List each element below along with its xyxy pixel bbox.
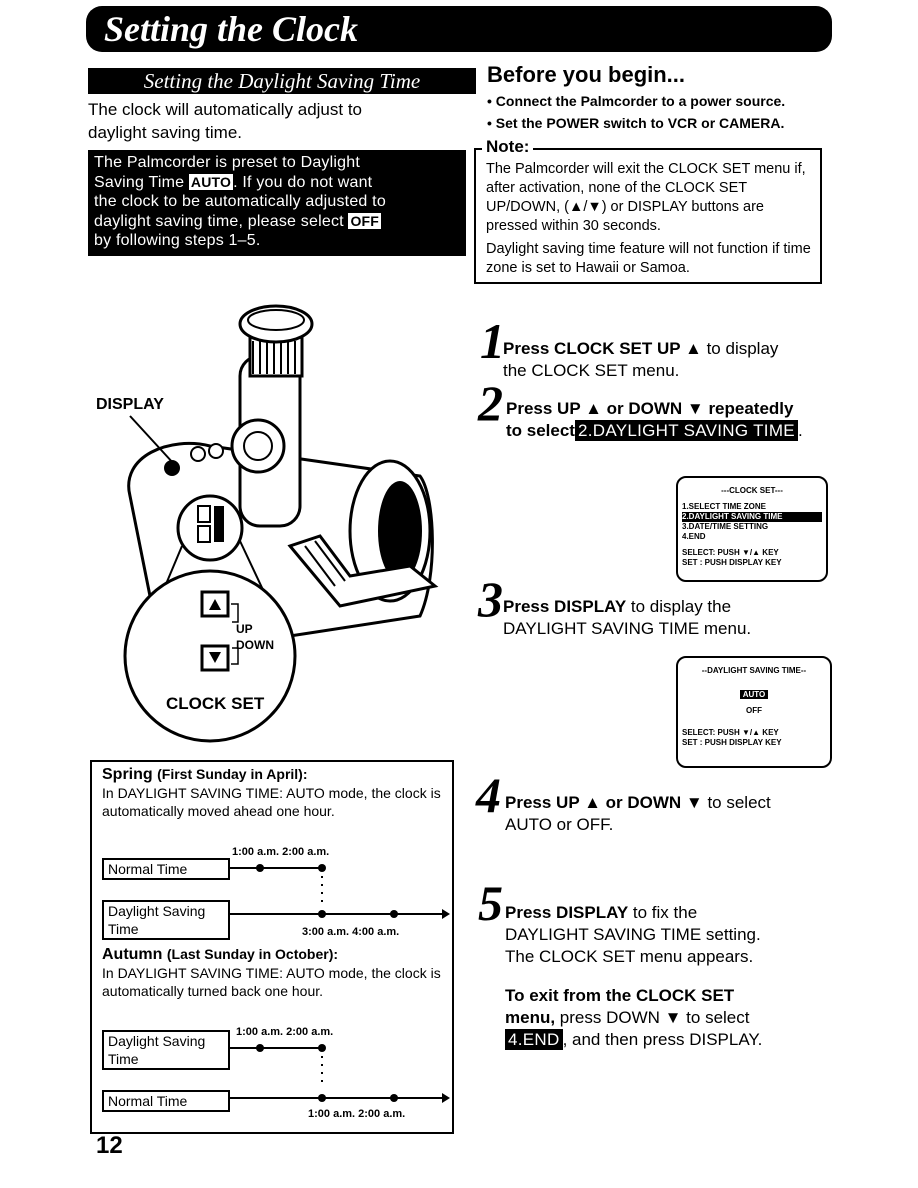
step-1-text: Press CLOCK SET UP ▲ to display the CLOC… <box>503 339 779 380</box>
intro-text: The clock will automatically adjust to d… <box>88 100 363 142</box>
end-menu-item: 4.END <box>505 1029 563 1050</box>
selected-menu-item: 2.DAYLIGHT SAVING TIME <box>574 420 798 441</box>
autumn-dst-label: Daylight Saving Time <box>102 1030 230 1070</box>
down-label: DOWN <box>236 638 274 652</box>
spring-dst-label: Daylight Saving Time <box>102 900 230 940</box>
up-label: UP <box>236 622 253 636</box>
off-badge: OFF <box>348 212 382 229</box>
section-heading: Setting the Daylight Saving Time <box>88 68 476 94</box>
dst-screen: --DAYLIGHT SAVING TIME-- AUTO OFF SELECT… <box>676 656 832 768</box>
autumn-time-top: 1:00 a.m. 2:00 a.m. <box>236 1026 334 1038</box>
display-label: DISPLAY <box>96 396 164 413</box>
before-list: • Connect the Palmcorder to a power sour… <box>487 90 785 134</box>
list-item: • Set the POWER switch to VCR or CAMERA. <box>487 115 785 131</box>
spring-timeline <box>230 864 450 919</box>
spring-section: Spring (First Sunday in April): In DAYLI… <box>102 766 441 819</box>
note-label: Note: <box>482 137 534 157</box>
camcorder-illustration <box>123 304 439 743</box>
exit-instructions: To exit from the CLOCK SET menu, press D… <box>505 986 763 1050</box>
page-number: 12 <box>96 1132 123 1159</box>
autumn-timeline <box>230 1044 450 1103</box>
page-title: Setting the Clock <box>86 6 832 52</box>
step-2-text: Press UP ▲ or DOWN ▼ repeatedly to selec… <box>506 399 803 441</box>
dst-explanation-box <box>90 760 454 1134</box>
step-5-text: Press DISPLAY to fix the DAYLIGHT SAVING… <box>505 903 761 966</box>
autumn-normal-label: Normal Time <box>102 1090 230 1112</box>
step-5-number: 5 <box>478 875 503 931</box>
spring-time-bottom: 3:00 a.m. 4:00 a.m. <box>302 926 400 938</box>
step-1-number: 1 <box>480 313 505 369</box>
step-2-number: 2 <box>478 375 503 431</box>
step-4-number: 4 <box>476 767 501 823</box>
note-box: The Palmcorder will exit the CLOCK SET m… <box>474 148 822 284</box>
autumn-section: Autumn (Last Sunday in October): In DAYL… <box>102 946 441 999</box>
before-heading: Before you begin... <box>487 62 686 87</box>
step-3-text: Press DISPLAY to display the DAYLIGHT SA… <box>503 597 752 638</box>
spring-time-top: 1:00 a.m. 2:00 a.m. <box>232 846 330 858</box>
list-item: • Connect the Palmcorder to a power sour… <box>487 93 786 109</box>
step-3-number: 3 <box>478 571 503 627</box>
auto-badge: AUTO <box>188 173 234 190</box>
step-4-text: Press UP ▲ or DOWN ▼ to select AUTO or O… <box>505 793 771 834</box>
autumn-time-bottom: 1:00 a.m. 2:00 a.m. <box>308 1108 406 1120</box>
spring-normal-label: Normal Time <box>102 858 230 880</box>
preset-notice: The Palmcorder is preset to Daylight Sav… <box>88 150 466 256</box>
clock-set-screen: ---CLOCK SET--- 1.SELECT TIME ZONE 2.DAY… <box>676 476 828 582</box>
clock-set-label: CLOCK SET <box>166 694 265 713</box>
